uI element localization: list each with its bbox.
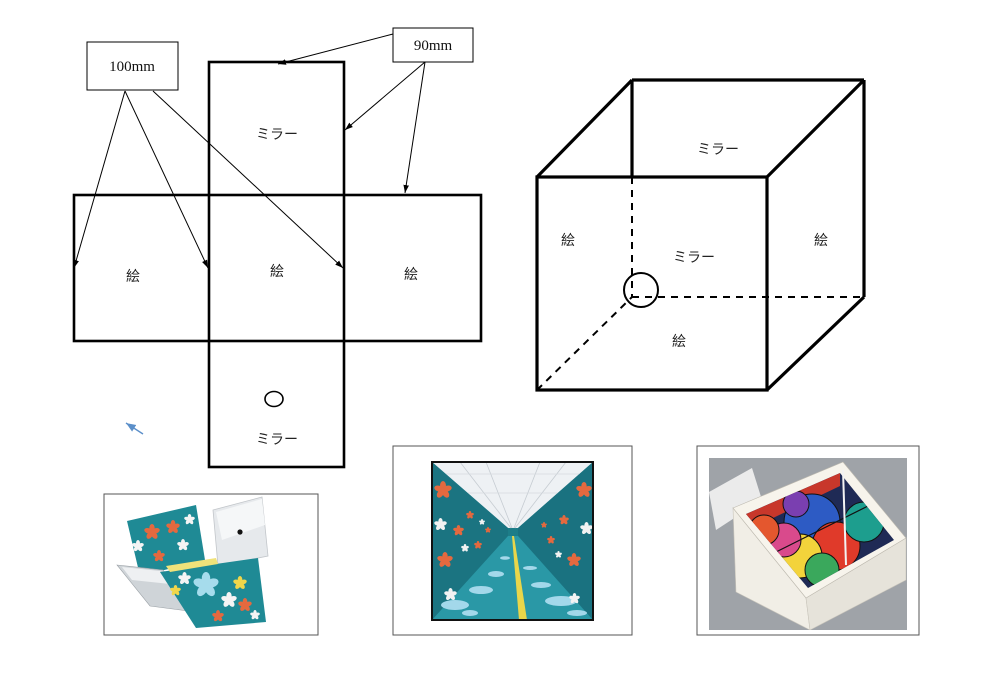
net-vertical-strip	[207, 60, 346, 469]
pointer-arrows-90mm	[277, 33, 426, 194]
floor-blob	[567, 610, 587, 616]
cube-top-right-edge	[765, 78, 866, 179]
arrow-to-left-panel	[73, 90, 126, 269]
arrow-to-right-panel	[403, 61, 426, 194]
cube-left-face-label: 絵	[561, 233, 575, 249]
ceiling-line	[513, 462, 541, 529]
photo-unfolded-net	[103, 493, 319, 636]
mirror-panel-reflection	[122, 567, 170, 584]
cube-front-face	[535, 175, 769, 392]
art-line	[759, 499, 881, 561]
cube-top-left-edge	[535, 78, 634, 179]
blue-pointer-arrow	[125, 422, 144, 435]
cube-top-face-label: ミラー	[697, 142, 739, 158]
cube-3d: ミラー 絵 ミラー 絵 絵	[535, 78, 866, 392]
net-horizontal-strip	[72, 193, 483, 343]
label-90mm: 90mm	[392, 27, 474, 63]
ceiling-line	[514, 462, 567, 529]
label-90mm-box	[392, 27, 474, 63]
peephole-circle	[264, 390, 284, 408]
cube-net: ミラー 絵 絵 絵 ミラー	[72, 60, 483, 469]
label-90mm-text: 90mm	[414, 38, 453, 54]
photo-tunnel-view	[392, 445, 633, 636]
label-100mm: 100mm	[86, 41, 179, 91]
net-top-panel-label: ミラー	[256, 127, 298, 143]
ceiling-line	[485, 462, 513, 529]
cube-right-face-label: 絵	[814, 233, 828, 249]
mirror-divider	[842, 469, 847, 566]
floor-yellow-line	[512, 536, 527, 620]
arrow-to-top-panel-side	[344, 61, 426, 131]
net-right-panel-label: 絵	[404, 267, 418, 283]
teal-panel-top-left	[127, 505, 205, 576]
mirror-panel-highlight	[216, 499, 265, 540]
arrow-to-top-panel	[277, 33, 394, 65]
floor-blob	[545, 596, 577, 606]
cube-bottom-face-label: 絵	[672, 334, 686, 350]
cube-bottom-right-edge	[765, 295, 866, 392]
box-interior-art	[746, 473, 885, 588]
floor-blob	[469, 586, 493, 594]
mirror-peephole-dot	[237, 529, 243, 535]
cube-peephole-circle	[623, 272, 659, 308]
floor-blob	[523, 566, 537, 570]
photo-2-image-border	[431, 461, 594, 621]
arrow-to-center-panel-right	[152, 90, 344, 269]
pointer-arrows-100mm	[73, 90, 344, 269]
cube-back-face-label: ミラー	[673, 250, 715, 266]
floor-blob	[531, 582, 551, 588]
tunnel-right-wall	[518, 462, 593, 620]
net-bottom-panel-label: ミラー	[256, 432, 298, 448]
paper-sheet	[709, 468, 762, 530]
floor-blob	[441, 600, 469, 610]
label-100mm-box	[86, 41, 179, 91]
floor-blob	[500, 556, 510, 560]
arrow-to-center-panel-left	[124, 90, 209, 269]
floor-blob	[488, 571, 504, 577]
photo-finished-box	[696, 445, 920, 636]
tunnel-left-wall	[432, 462, 508, 620]
yellow-band	[166, 558, 218, 572]
floor-blob	[462, 610, 478, 616]
net-center-panel-label: 絵	[270, 264, 284, 280]
ceiling-line	[459, 462, 512, 529]
cube-hidden-diagonal-edge	[536, 296, 633, 391]
label-100mm-text: 100mm	[109, 59, 155, 75]
net-left-panel-label: 絵	[126, 269, 140, 285]
